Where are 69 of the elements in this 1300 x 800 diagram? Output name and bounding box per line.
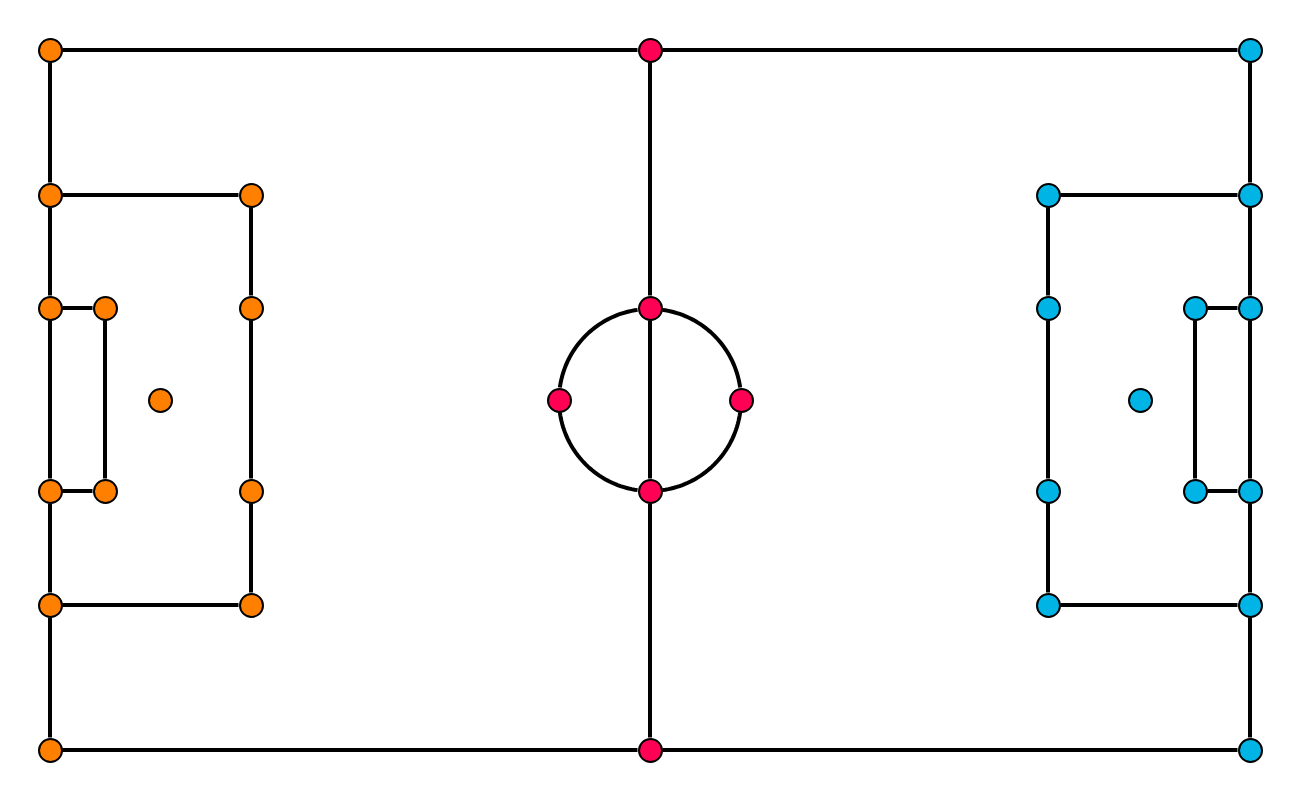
pitch-line — [648, 503, 652, 738]
pitch-line — [662, 48, 1238, 52]
point-marker — [1035, 478, 1061, 504]
pitch-line — [1207, 306, 1238, 310]
pitch-line — [662, 307, 743, 388]
pitch-line — [1046, 320, 1050, 479]
pitch-line — [48, 320, 52, 479]
point-marker — [238, 182, 264, 208]
point-marker — [1127, 387, 1153, 413]
pitch-line — [48, 62, 52, 183]
point-marker — [37, 478, 63, 504]
pitch-line — [662, 412, 743, 493]
pitch-line — [1248, 503, 1252, 593]
point-marker — [637, 478, 663, 504]
pitch-line — [103, 320, 107, 479]
point-marker — [728, 387, 754, 413]
pitch-line — [557, 307, 638, 388]
point-marker — [1182, 478, 1208, 504]
pitch-line — [62, 748, 638, 752]
point-marker — [238, 478, 264, 504]
pitch-line — [1248, 320, 1252, 479]
point-marker — [637, 737, 663, 763]
point-marker — [1182, 295, 1208, 321]
pitch-line — [1046, 503, 1050, 593]
pitch-line — [662, 748, 1238, 752]
point-marker — [37, 737, 63, 763]
point-marker — [1237, 478, 1263, 504]
point-marker — [1035, 592, 1061, 618]
point-marker — [1237, 592, 1263, 618]
point-marker — [37, 182, 63, 208]
point-marker — [637, 37, 663, 63]
pitch-line — [1248, 617, 1252, 738]
point-marker — [1237, 295, 1263, 321]
point-marker — [546, 387, 572, 413]
point-marker — [147, 387, 173, 413]
pitch-line — [1060, 193, 1238, 197]
point-marker — [1237, 182, 1263, 208]
pitch-line — [62, 306, 93, 310]
point-marker — [37, 295, 63, 321]
point-marker — [1035, 295, 1061, 321]
point-marker — [1237, 37, 1263, 63]
pitch-line — [1207, 489, 1238, 493]
pitch-line — [62, 48, 638, 52]
pitch-line — [62, 193, 239, 197]
pitch-line — [557, 412, 638, 493]
pitch-line — [62, 603, 239, 607]
point-marker — [238, 592, 264, 618]
pitch-line — [1046, 207, 1050, 296]
point-marker — [92, 295, 118, 321]
pitch-line — [48, 503, 52, 593]
point-marker — [1237, 737, 1263, 763]
pitch-line — [1060, 603, 1238, 607]
point-marker — [238, 295, 264, 321]
point-marker — [92, 478, 118, 504]
pitch-line — [1248, 62, 1252, 183]
pitch-line — [62, 489, 93, 493]
pitch-line — [249, 503, 253, 593]
point-marker — [37, 37, 63, 63]
pitch-line — [648, 62, 652, 296]
pitch-line — [1248, 207, 1252, 296]
pitch-line — [48, 207, 52, 296]
point-marker — [37, 592, 63, 618]
point-marker — [637, 295, 663, 321]
pitch-line — [249, 320, 253, 479]
pitch-line — [48, 617, 52, 738]
pitch-line — [648, 320, 652, 479]
pitch-line — [249, 207, 253, 296]
point-marker — [1035, 182, 1061, 208]
pitch-line — [1193, 320, 1197, 479]
